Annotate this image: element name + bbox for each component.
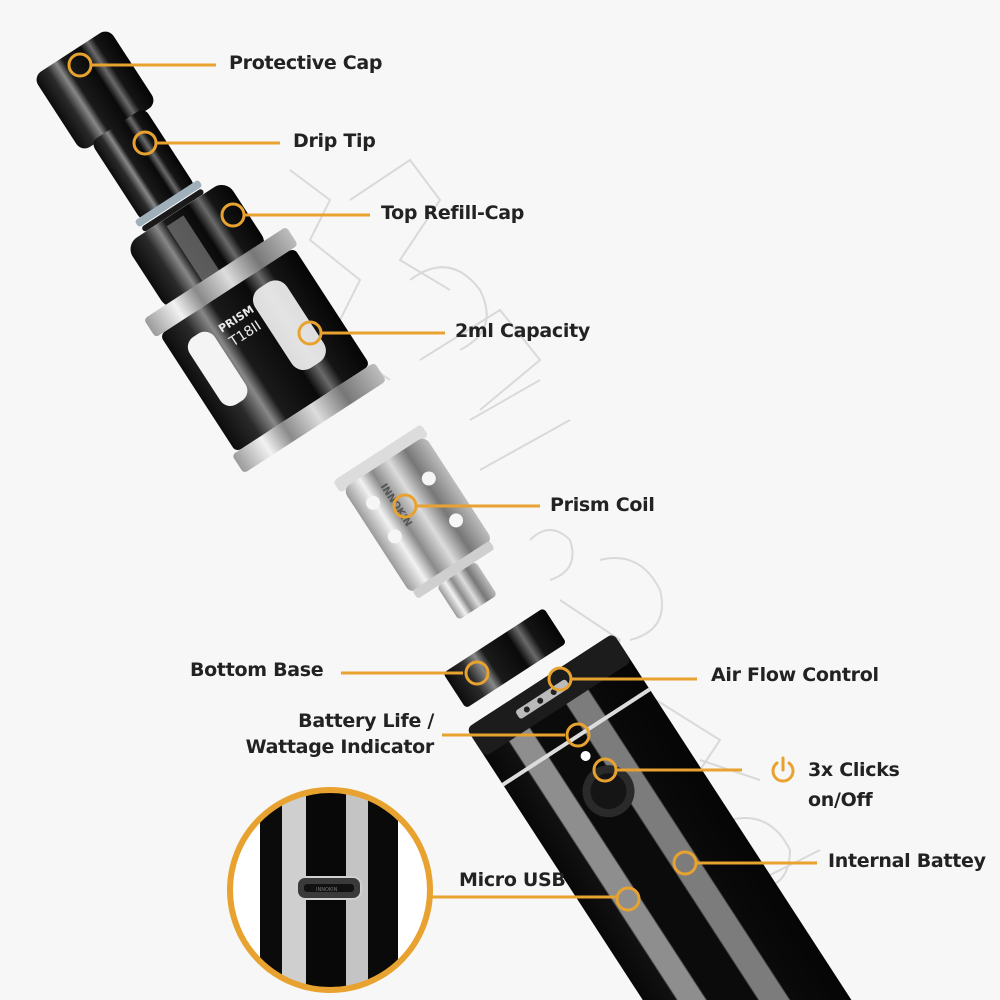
marker-power-button — [592, 757, 618, 783]
marker-drip-tip — [132, 130, 158, 156]
label-bottom-base: Bottom Base — [190, 659, 324, 681]
marker-protective-cap — [67, 52, 93, 78]
marker-battery-indicator — [565, 722, 591, 748]
marker-capacity — [297, 320, 323, 346]
marker-air-flow — [547, 666, 573, 692]
label-micro-usb: Micro USB — [459, 869, 566, 891]
marker-internal-battery — [672, 850, 698, 876]
protective-cap-part — [36, 31, 154, 149]
label-capacity: 2ml Capacity — [455, 320, 590, 342]
label-air-flow-control: Air Flow Control — [711, 664, 879, 686]
label-power-button: 3x Clicks on/Off — [768, 755, 900, 815]
label-battery-indicator: Battery Life / Wattage Indicator — [240, 708, 435, 760]
prism-coil-part: INNOKIN — [334, 425, 496, 619]
usb-brand-text: INNOKIN — [316, 887, 338, 893]
label-protective-cap: Protective Cap — [229, 52, 383, 74]
callout-markers — [67, 52, 698, 912]
tank-part: PRISM T18II — [145, 228, 385, 472]
label-top-refill-cap: Top Refill-Cap — [381, 202, 525, 224]
label-battery-indicator-line1: Battery Life / — [298, 710, 434, 732]
power-line2: on/Off — [808, 789, 873, 811]
micro-usb-zoom-inset: INNOKIN — [227, 787, 433, 993]
marker-top-refill-cap — [220, 202, 246, 228]
label-battery-indicator-line2: Wattage Indicator — [245, 736, 435, 758]
marker-bottom-base — [464, 660, 490, 686]
marker-micro-usb — [615, 886, 641, 912]
marker-prism-coil — [392, 493, 418, 519]
label-internal-battery: Internal Battey — [828, 850, 986, 872]
battery-part — [468, 635, 893, 1000]
power-icon — [771, 756, 795, 783]
label-prism-coil: Prism Coil — [550, 494, 655, 516]
label-drip-tip: Drip Tip — [293, 130, 376, 152]
power-button-text: 3x Clicks on/Off — [808, 755, 900, 815]
power-line1: 3x Clicks — [808, 759, 900, 781]
top-refill-cap-part — [130, 184, 265, 307]
callout-lines — [91, 63, 817, 899]
